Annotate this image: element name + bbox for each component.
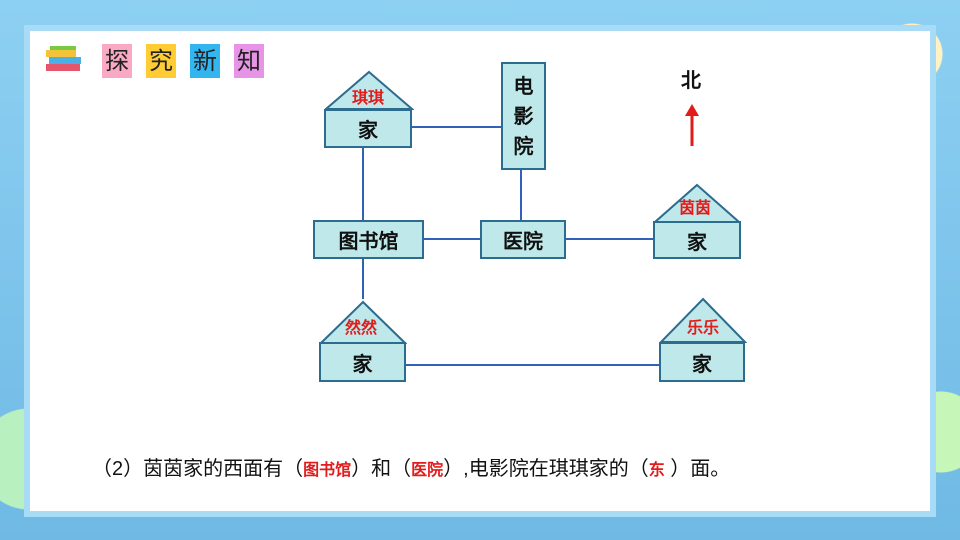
line-library-hospital	[424, 238, 480, 240]
question-mid-2: ）,电影院在琪琪家的（	[443, 458, 649, 480]
cinema: 电影院	[501, 62, 546, 170]
qiqi-home: 家	[324, 109, 412, 148]
title-char-4: 知	[234, 44, 264, 78]
line-library-ranran	[362, 259, 364, 299]
title-char-2: 究	[146, 44, 176, 78]
roof-label-qiqi: 琪琪	[351, 88, 384, 107]
answer-3: 东	[648, 462, 665, 479]
line-qiqi-cinema	[410, 126, 502, 128]
library: 图书馆	[313, 220, 424, 259]
question-prefix: （2）茵茵家的西面有（	[92, 458, 304, 480]
yinyin-home: 家	[653, 221, 741, 259]
north-label: 北	[681, 68, 701, 92]
hospital: 医院	[480, 220, 566, 259]
line-cinema-hospital	[520, 170, 522, 220]
line-hospital-yinyin	[566, 238, 654, 240]
cinema-char: 电	[513, 74, 534, 98]
title-char-1: 探	[102, 44, 132, 78]
roof-label-lele: 乐乐	[686, 318, 719, 337]
cinema-char: 院	[513, 134, 534, 158]
content-frame	[24, 25, 936, 517]
answer-2: 医院	[411, 462, 444, 479]
roof-label-yinyin: 茵茵	[678, 198, 711, 217]
answer-1: 图书馆	[303, 462, 352, 479]
lele-home: 家	[659, 342, 745, 382]
ranran-home: 家	[319, 342, 406, 382]
roof-label-ranran: 然然	[344, 318, 377, 337]
title-char-3: 新	[190, 44, 220, 78]
line-ranran-lele	[405, 364, 659, 366]
cinema-char: 影	[513, 104, 534, 128]
line-qiqi-library	[362, 146, 364, 220]
question-mid-1: ）和（	[351, 458, 412, 480]
books-icon	[46, 46, 81, 71]
north-arrow-icon	[685, 104, 699, 146]
question-sentence: （2）茵茵家的西面有（图书馆）和（医院）,电影院在琪琪家的（东 ）面。	[92, 452, 730, 481]
question-suffix: ）面。	[664, 458, 731, 480]
